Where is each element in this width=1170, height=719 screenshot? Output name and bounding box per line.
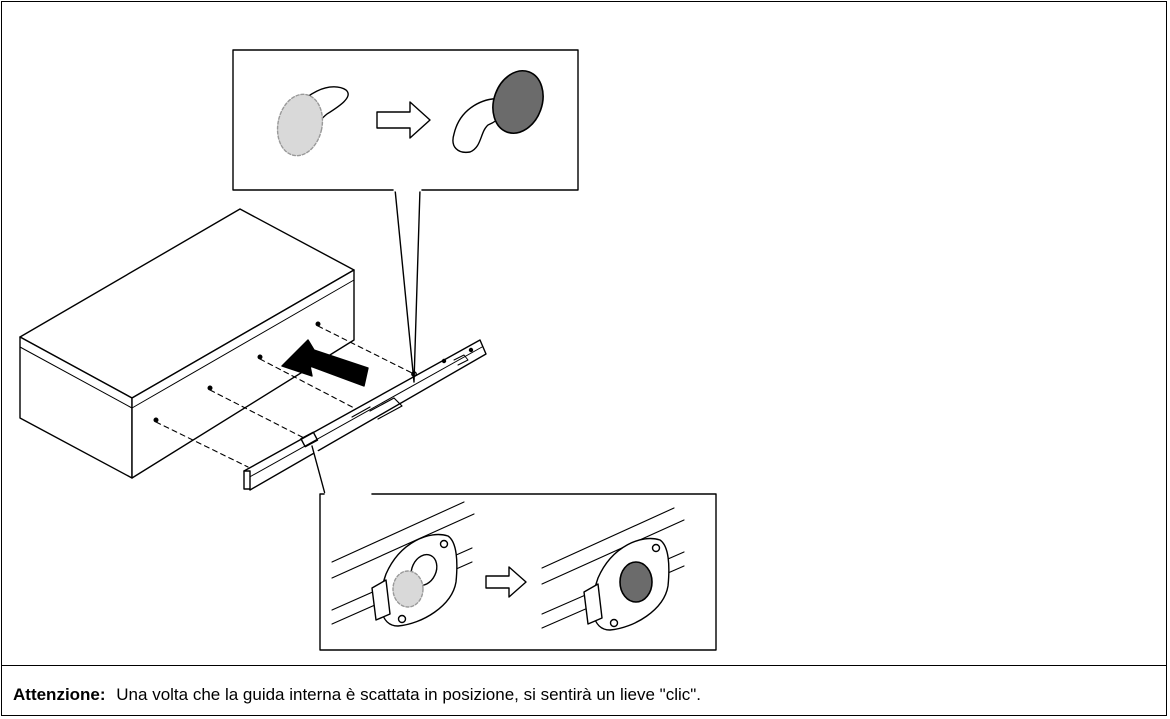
installation-figure xyxy=(2,2,1168,652)
insertion-arrow xyxy=(281,339,369,387)
locked-latch-icon xyxy=(583,537,670,631)
bottom-callout xyxy=(311,445,717,651)
transition-arrow-icon xyxy=(376,101,431,139)
note-label: Attenzione: xyxy=(13,685,106,704)
top-callout xyxy=(232,49,579,383)
divider xyxy=(2,665,1166,666)
unlocked-pin-icon xyxy=(276,86,349,157)
transition-arrow-icon-2 xyxy=(485,566,527,598)
alignment-lines xyxy=(155,325,415,468)
locked-pin-icon xyxy=(452,70,544,154)
server-chassis xyxy=(19,208,355,479)
unlocked-latch-icon xyxy=(371,533,458,627)
inner-rail xyxy=(243,339,487,491)
attention-note: Attenzione: Una volta che la guida inter… xyxy=(13,685,701,705)
note-text: Una volta che la guida interna è scattat… xyxy=(116,685,702,704)
